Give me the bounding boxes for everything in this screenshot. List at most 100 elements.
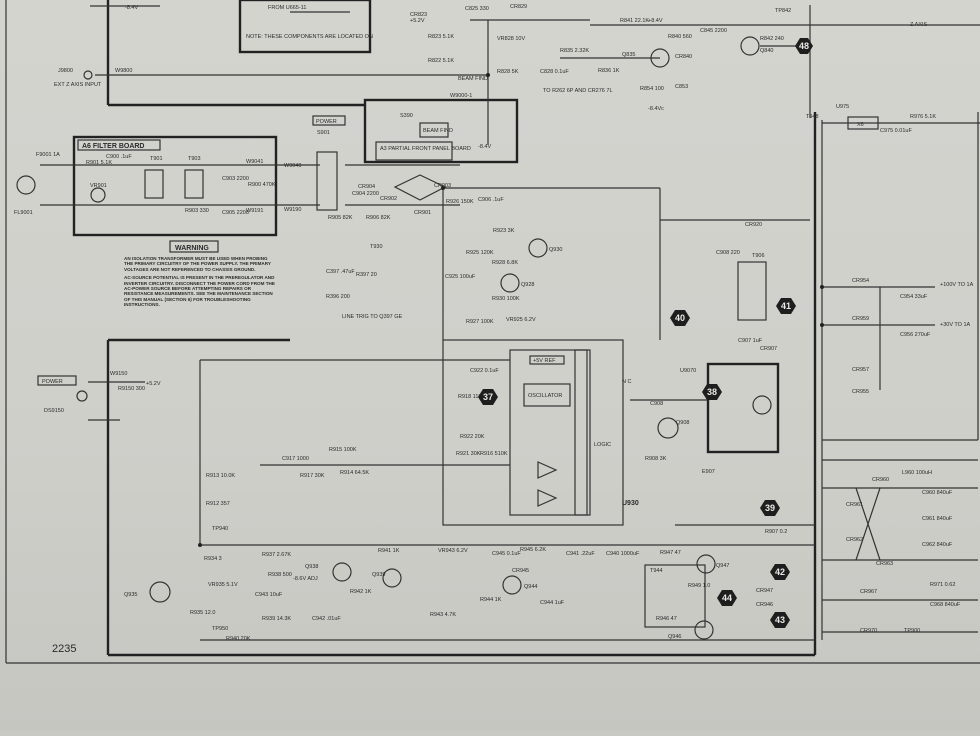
bridge-cross: [855, 487, 881, 561]
nc-label: N C: [622, 379, 632, 385]
r922-label: R922 20K: [460, 434, 485, 440]
r944-label: R944 1K: [480, 597, 502, 603]
c941-label: C941 .22uF: [566, 551, 595, 557]
line-plug-icon: [16, 175, 36, 195]
r916-label: R916 510K: [480, 451, 508, 457]
r914-label: R914 64.5K: [340, 470, 369, 476]
ref-label: +5V REF: [533, 358, 556, 364]
warning-text: AN ISOLATION TRANSFORMER MUST BE USED WH…: [124, 256, 275, 308]
r934-label: R934 3: [204, 556, 222, 562]
svg-text:40: 40: [675, 313, 685, 323]
r396-label: R396 200: [326, 294, 350, 300]
q908: Q908: [657, 417, 689, 439]
u930-inner: [509, 349, 591, 516]
marker-48: 48: [795, 38, 813, 54]
cr946-label: CR946: [756, 602, 773, 608]
w9150-label: W9150: [110, 371, 127, 377]
tp842-label: TP842: [775, 8, 791, 14]
minus84c-label: -8.4Vc: [648, 106, 664, 112]
vr935-label: VR935 5.1V: [208, 582, 238, 588]
c960-label: C960 840uF: [922, 490, 953, 496]
junction: [820, 323, 824, 327]
svg-text:Q928: Q928: [521, 282, 534, 288]
s901-label: S901: [317, 130, 330, 136]
c900-label: C900 .1uF: [106, 154, 132, 160]
r923-label: R923 3K: [493, 228, 515, 234]
plus84-label: +8.4V: [648, 18, 663, 24]
c944-label: C944 1uF: [540, 600, 565, 606]
r928-label: R928 6.8K: [492, 260, 518, 266]
r930-label: R930 100K: [492, 296, 520, 302]
r938-label: R938 500: [268, 572, 292, 578]
warning-para-1: AN ISOLATION TRANSFORMER MUST BE USED WH…: [124, 256, 271, 272]
r907-label: R907 0.2: [765, 529, 787, 535]
r941-label: R941 1K: [378, 548, 400, 554]
marker-43: 43: [770, 612, 790, 628]
c828-label: C828 0.1uF: [540, 69, 569, 75]
r976-label: R976 5.1K: [910, 114, 936, 120]
c942-label: C942 .01uF: [312, 616, 341, 622]
s390-label: S390: [400, 113, 413, 119]
svg-text:44: 44: [722, 593, 732, 603]
cr963-label: CR963: [876, 561, 893, 567]
q944: Q944: [502, 575, 537, 595]
cr967-label: CR967: [860, 589, 877, 595]
c905-label: C905 2200: [222, 210, 249, 216]
marker-44: 44: [717, 590, 737, 606]
w9800-label: W9800: [115, 68, 132, 74]
svg-text:Q835: Q835: [622, 52, 635, 58]
r945-label: R945 6.2K: [520, 547, 546, 553]
marker-42: 42: [770, 564, 790, 580]
marker-40: 40: [670, 310, 690, 326]
q938: Q938: [305, 562, 352, 582]
r939-label: R939 14.3K: [262, 616, 291, 622]
cr901-label: CR901: [414, 210, 431, 216]
junction: [820, 285, 824, 289]
r917-label: R917 30K: [300, 473, 325, 479]
cr960-label: CR960: [872, 477, 889, 483]
q9070-symbol: [752, 395, 772, 415]
cr903-label: CR903: [434, 183, 451, 189]
c917-label: C917 1000: [282, 456, 309, 462]
cr840-label: CR840: [675, 54, 692, 60]
r918-label: R918 11K: [458, 394, 482, 400]
w9040-label: W9040: [284, 163, 301, 169]
c945-label: C945 0.1uF: [492, 551, 521, 557]
cr957-label: CR957: [852, 367, 869, 373]
power-led-box: [37, 375, 77, 386]
t903-coil: [184, 169, 204, 199]
t903-label: T903: [188, 156, 201, 162]
r836-label: R836 1K: [598, 68, 620, 74]
c903-label: C903 2200: [222, 176, 249, 182]
note-from: FROM U665-11: [268, 5, 306, 11]
svg-text:Q947: Q947: [716, 563, 729, 569]
u930-box: [442, 339, 624, 526]
power-led-label: POWER: [42, 379, 63, 385]
r823-label: R823 5.1K: [428, 34, 454, 40]
q947: Q947: [696, 554, 729, 574]
to-r262-label: TO R262 6P AND CR276 7L: [543, 88, 613, 94]
tp940-label: TP940: [212, 526, 228, 532]
c853-label: C853: [675, 84, 688, 90]
r900-label: R900 470K: [248, 182, 276, 188]
u975-label: U975: [836, 104, 849, 110]
c908-label: C908 220: [716, 250, 740, 256]
bridge-rectifier: [393, 174, 447, 201]
r937-label: R937 2.67K: [262, 552, 291, 558]
note-box: [238, 0, 372, 54]
warning-box: [169, 240, 219, 253]
r949-label: R949 1.0: [688, 583, 710, 589]
r912-label: R912 357: [206, 501, 230, 507]
a3-label-box: [375, 141, 453, 161]
minus84-beam: -8.4V: [478, 144, 491, 150]
c940-label: C940 1000uF: [606, 551, 640, 557]
r940-label: R940 20K: [226, 636, 251, 642]
c925-label: C925 100uF: [445, 274, 476, 280]
top-minus84: -8.4V: [125, 5, 138, 11]
oscillator-box: [523, 383, 571, 407]
a6-label-box: [77, 139, 161, 151]
tp900-label: TP900: [904, 628, 920, 634]
warning-para-2: AC-SOURCE POTENTIAL IS PRESENT IN THE PR…: [124, 275, 275, 308]
plus100v-label: +100V TO 1A: [940, 282, 974, 288]
